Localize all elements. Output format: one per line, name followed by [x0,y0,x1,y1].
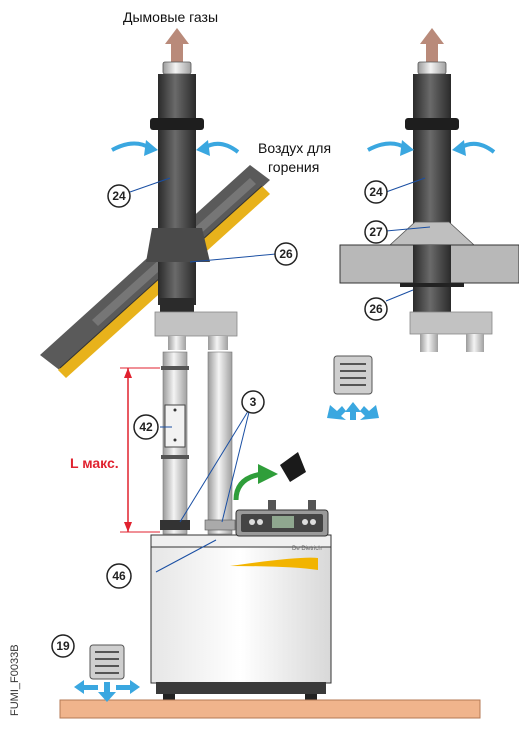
concentric-terminal-pipe [413,74,451,126]
twin-pipe-adapter [154,311,238,337]
brand-label: De Dietrich [292,546,322,552]
callout-42: 42 [133,414,159,440]
callout-24-left: 24 [107,184,131,208]
combustion-air-label-line2: горения [268,159,319,175]
ventilation-grille-icon [89,644,125,680]
svg-text:26: 26 [279,247,293,261]
callout-19: 19 [51,634,75,658]
flat-roof-flashing [388,221,476,246]
green-arrow-icon [233,471,263,501]
flue-up-arrow-icon [165,28,189,62]
l-max-dimension [120,367,160,533]
combustion-air-label-line1: Воздух для [258,140,331,156]
ventilation-grille-icon [333,355,373,395]
callout-46: 46 [106,563,132,589]
svg-text:24: 24 [112,189,126,203]
callout-26-left: 26 [274,242,298,266]
callout-3: 3 [241,390,265,414]
callout-26-right: 26 [364,297,388,321]
air-outlet-arrows-icon [74,680,140,702]
svg-text:27: 27 [369,225,383,239]
callout-24-right: 24 [364,180,388,204]
svg-text:42: 42 [139,420,153,434]
air-inlet-arrow-icon [111,141,152,152]
terminal-collar [150,118,204,130]
leader-lines [129,177,431,573]
svg-text:26: 26 [369,302,383,316]
concentric-terminal-pipe [158,74,196,126]
boiler [150,534,332,700]
floor [59,699,481,719]
control-panel-icon [235,500,329,537]
svg-text:3: 3 [250,395,257,409]
terminal-cap [162,61,192,75]
svg-text:46: 46 [112,569,126,583]
air-inlet-arrow-icon [367,141,408,152]
bracket-icon [164,404,186,448]
removed-cover [280,452,306,482]
svg-text:19: 19 [56,639,70,653]
svg-text:24: 24 [369,185,383,199]
figure-code: FUMI_F0033B [9,644,21,716]
flue-up-arrow-icon [420,28,444,62]
roof-flashing [146,228,210,262]
l-max-label: L макс. [70,455,119,471]
air-inlet-arrows-grille-icon [327,402,379,420]
flue-gases-label: Дымовые газы [123,9,218,25]
sloped-roof [40,165,270,378]
callout-27-right: 27 [364,220,388,244]
